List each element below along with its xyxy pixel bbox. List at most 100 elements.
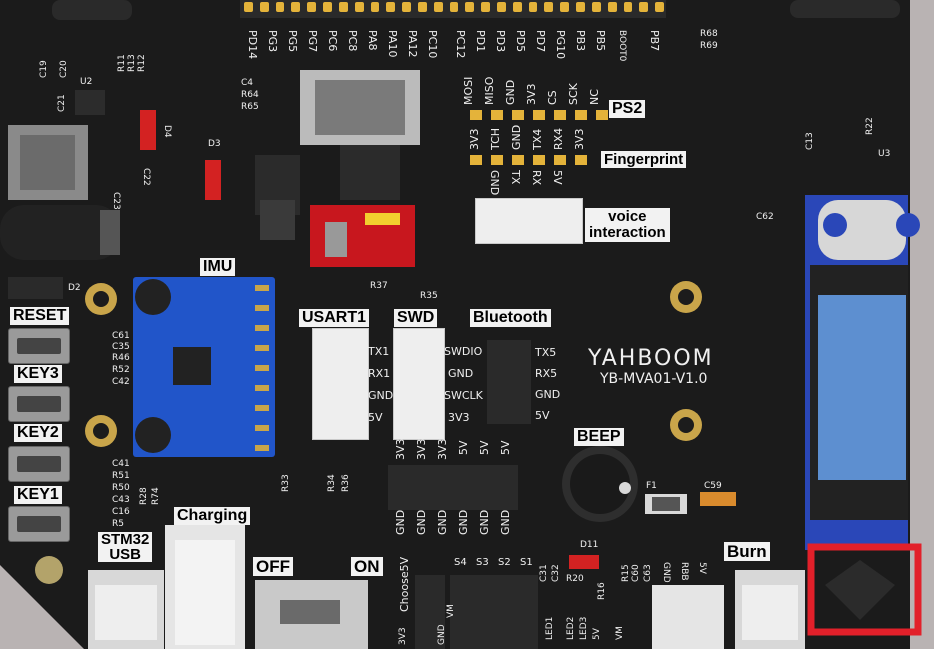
led3-label: LED3	[579, 616, 589, 640]
fp-pin-rx4: RX4	[552, 127, 565, 150]
label-c20: C20	[59, 60, 69, 78]
bluetooth-pin-tx5: TX5	[535, 346, 557, 359]
pin-label-pd5: PD5	[514, 30, 527, 53]
ps2-pin-miso: MISO	[483, 76, 496, 105]
power-switch[interactable]	[280, 600, 340, 624]
key3-label: KEY3	[14, 365, 62, 383]
servo-bottom-1: GND	[415, 509, 428, 535]
swd-pin-swdio: SWDIO	[444, 345, 483, 358]
s-label-s3: S3	[476, 557, 489, 568]
label-r20: R20	[566, 574, 584, 584]
usart1-pin-rx1: RX1	[368, 367, 391, 380]
usart1-pin-tx1: TX1	[368, 345, 390, 358]
label-c61: C61	[112, 331, 130, 341]
stm32-usb-label: STM32 USB	[98, 532, 153, 563]
label-r64: R64	[241, 90, 259, 100]
imu-chip	[173, 347, 211, 385]
ps2-pin-nc: NC	[588, 89, 601, 105]
ps2-pin-mosi: MOSI	[462, 76, 475, 105]
label-r65: R65	[241, 102, 259, 112]
reset-button[interactable]	[8, 328, 70, 364]
pin-label-pc10: PC10	[426, 30, 439, 59]
servo-bottom-0: GND	[394, 509, 407, 535]
imu-screw-bottom	[135, 417, 171, 453]
voice-pin-gnd: GND	[488, 170, 501, 196]
stm32-usb-line2: USB	[109, 546, 142, 563]
key2-button[interactable]	[8, 446, 70, 482]
small-header-rbb: RBB	[679, 562, 689, 581]
voice-pin-tx: TX	[509, 170, 522, 185]
voice-pin-5v: 5V	[551, 170, 564, 185]
pin-label-pb3: PB3	[574, 30, 587, 52]
bluetooth-pin-5v: 5V	[535, 409, 550, 422]
bluetooth-pin-gnd: GND	[535, 388, 561, 401]
usart1-label: USART1	[299, 309, 370, 327]
led1-label: LED1	[545, 616, 555, 640]
label-c4: C4	[241, 78, 254, 88]
ps2-pin-3v3: 3V3	[525, 83, 538, 105]
pin-label-pa12: PA12	[406, 30, 419, 58]
key3-button[interactable]	[8, 386, 70, 422]
label-r74: R74	[151, 487, 161, 505]
label-r15: R15	[621, 564, 631, 582]
key2-label: KEY2	[14, 424, 62, 442]
usart1-pin-gnd: GND	[368, 389, 394, 402]
switch-off-label: OFF	[253, 557, 293, 576]
pin-label-pc8: PC8	[346, 30, 359, 52]
servo-bottom-5: GND	[499, 509, 512, 535]
small-header-gnd: GND	[661, 562, 671, 583]
vsel-vm: VM	[446, 604, 456, 618]
pin-label-pa8: PA8	[366, 30, 379, 51]
vsel-label: Choose5V	[398, 556, 411, 612]
swd-label: SWD	[394, 309, 438, 327]
pin-label-pg3: PG3	[266, 30, 279, 53]
s-label-s4: S4	[454, 557, 467, 568]
label-c31: C31	[539, 564, 549, 582]
brand-logo: YAHBOOM	[588, 346, 714, 371]
bluetooth-label: Bluetooth	[470, 309, 551, 327]
fp-pin-gnd: GND	[510, 124, 523, 150]
label-c32: C32	[551, 564, 561, 582]
label-u2: U2	[80, 77, 93, 87]
pin-label-boot0: BOOT0	[617, 30, 627, 62]
label-c23: C23	[111, 192, 121, 210]
label-c35: C35	[112, 342, 130, 352]
highlight-box	[807, 543, 922, 636]
pin-label-pb7: PB7	[648, 30, 661, 52]
highlighted-connector[interactable]	[825, 560, 895, 620]
burn-usb-port[interactable]	[742, 585, 798, 640]
led-5v-label: 5V	[592, 628, 602, 640]
beep-label: BEEP	[574, 428, 624, 446]
imu-screw-top	[135, 279, 171, 315]
label-r52: R52	[112, 365, 130, 375]
voice-label-line2: interaction	[589, 223, 666, 241]
servo-bottom-4: GND	[478, 509, 491, 535]
bluetooth-header	[487, 340, 531, 424]
servo-top-0: 3V3	[394, 438, 407, 460]
vsel-gnd: GND	[437, 624, 447, 645]
servo-bottom-3: GND	[457, 509, 470, 535]
key1-button[interactable]	[8, 506, 70, 542]
led2-label: LED2	[566, 616, 576, 640]
fp-pin-3v3-a: 3V3	[468, 128, 481, 150]
label-r69: R69	[700, 41, 718, 51]
label-r16: R16	[597, 582, 607, 600]
label-c42: C42	[112, 377, 130, 387]
bluetooth-pin-rx5: RX5	[535, 367, 558, 380]
label-r68: R68	[700, 29, 718, 39]
stm32-usb-port[interactable]	[95, 585, 157, 640]
voice-pin-rx: RX	[530, 170, 543, 186]
voice-label-box: voice interaction	[585, 208, 670, 242]
imu-module	[133, 277, 275, 457]
servo-top-3: 5V	[457, 440, 470, 455]
top-header	[244, 2, 664, 16]
usart1-pin-5v: 5V	[368, 411, 383, 424]
label-r51: R51	[112, 471, 130, 481]
pin-label-pa10: PA10	[386, 30, 399, 58]
label-r28: R28	[139, 487, 149, 505]
servo-top-1: 3V3	[415, 438, 428, 460]
charging-port[interactable]	[175, 540, 235, 645]
ps2-pin-cs: CS	[546, 90, 559, 105]
label-c43: C43	[112, 495, 130, 505]
swd-pin-gnd: GND	[448, 367, 474, 380]
